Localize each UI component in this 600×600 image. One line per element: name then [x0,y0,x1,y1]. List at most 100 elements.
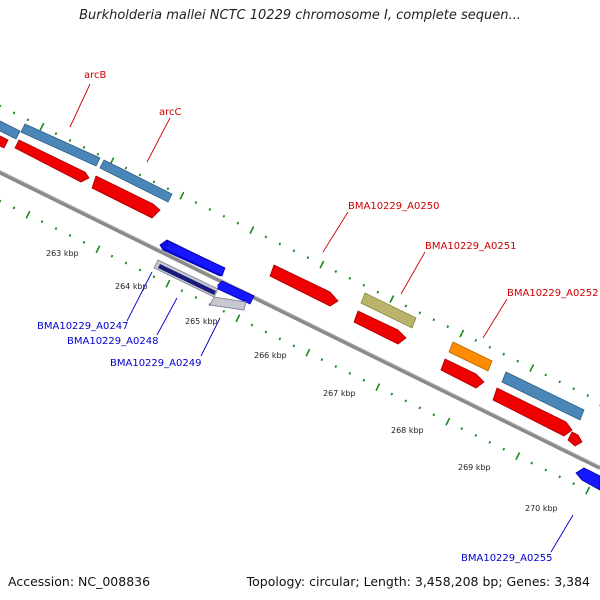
minor-tick [572,387,576,391]
scale-label: 267 kbp [323,389,356,398]
gene-a0255[interactable] [575,467,600,491]
gene-a0252-orange[interactable] [448,341,493,372]
minor-tick [194,296,198,300]
minor-tick [544,468,548,472]
minor-tick [250,323,254,327]
minor-tick [0,104,2,108]
scale-label: 265 kbp [185,317,218,326]
gene-a0251-red[interactable] [353,310,407,345]
minor-tick [68,234,72,237]
label-a0251[interactable]: BMA10229_A0251 [425,241,516,252]
major-tick [375,383,381,392]
minor-tick [208,207,212,211]
minor-tick [502,447,506,451]
minor-tick [446,325,450,329]
minor-tick [292,344,296,348]
minor-tick [12,206,16,210]
minor-tick [460,427,464,431]
minor-tick [544,373,548,377]
minor-tick [432,318,436,322]
minor-tick [110,254,114,258]
gene-arcC-red[interactable] [14,139,90,183]
minor-tick [124,261,128,265]
major-tick [25,210,31,219]
minor-tick [166,187,170,191]
minor-tick [40,220,44,224]
gene-arcB-red[interactable] [0,133,9,149]
minor-tick [278,242,282,246]
gene-a0253-steel[interactable] [501,371,585,421]
major-tick [515,452,521,461]
gene-a0249[interactable] [209,280,255,311]
label-a0252[interactable]: BMA10229_A0252 [507,288,598,299]
minor-tick [82,145,86,149]
minor-tick [306,256,310,260]
minor-tick [348,276,352,280]
gene-a0253-red[interactable] [492,387,573,437]
minor-tick [404,304,408,308]
minor-tick [488,345,492,349]
gene-a0246-red[interactable] [91,175,161,219]
minor-tick [418,406,422,410]
minor-tick [82,240,86,244]
minor-tick [222,309,226,313]
major-tick [389,295,395,304]
minor-tick [516,359,520,363]
label-a0247[interactable]: BMA10229_A0247 [37,321,128,332]
outer-tick-row [0,104,600,407]
minor-tick [474,433,478,437]
major-tick [585,486,591,495]
minor-tick [404,399,408,403]
label-a0249[interactable]: BMA10229_A0249 [110,358,201,369]
scale-label: 264 kbp [115,282,148,291]
major-tick [445,417,451,426]
minor-tick [320,358,324,362]
topology-summary: Topology: circular; Length: 3,458,208 bp… [246,574,590,589]
accession-text: Accession: NC_008836 [8,574,151,589]
minor-tick [180,289,184,293]
gene-a0252-red[interactable] [440,358,485,389]
major-tick [529,364,535,372]
minor-tick [390,392,394,396]
reverse-labels: BMA10229_A0247 BMA10229_A0248 BMA10229_A… [37,271,574,564]
major-tick [235,314,241,323]
minor-tick [502,352,506,356]
minor-tick [376,290,380,294]
scale-label: 268 kbp [391,426,424,435]
backbone-line [0,170,600,470]
gene-a0246-steel[interactable] [99,159,173,203]
minor-tick [152,275,156,279]
minor-tick [474,338,478,342]
scale-label: 269 kbp [458,463,491,472]
gene-a0254-red[interactable] [567,431,583,447]
forward-labels: arcB arcC BMA10229_A0250 BMA10229_A0251 … [69,70,598,339]
label-arcC[interactable]: arcC [159,107,182,118]
label-arcB[interactable]: arcB [84,70,107,81]
major-tick [319,260,325,269]
minor-tick [96,152,100,156]
minor-tick [558,475,562,479]
minor-tick [418,311,422,315]
minor-tick [362,283,366,287]
gene-arcB-steel[interactable] [0,117,21,140]
minor-tick [362,378,366,382]
minor-tick [278,337,282,341]
minor-tick [334,270,338,273]
minor-tick [138,268,142,272]
gene-a0251-olive[interactable] [360,292,417,329]
minor-tick [26,118,30,122]
inner-tick-row [0,199,591,495]
gene-arcC-steel[interactable] [20,123,101,167]
label-a0248[interactable]: BMA10229_A0248 [67,336,158,347]
gene-a0250[interactable] [269,264,339,307]
major-tick [459,329,465,338]
scale-label: 270 kbp [525,504,558,513]
label-a0250[interactable]: BMA10229_A0250 [348,201,439,212]
major-tick [305,348,311,357]
label-a0255[interactable]: BMA10229_A0255 [461,553,552,564]
gene-a0247[interactable] [159,239,226,277]
minor-tick [488,440,492,444]
minor-tick [586,394,590,398]
